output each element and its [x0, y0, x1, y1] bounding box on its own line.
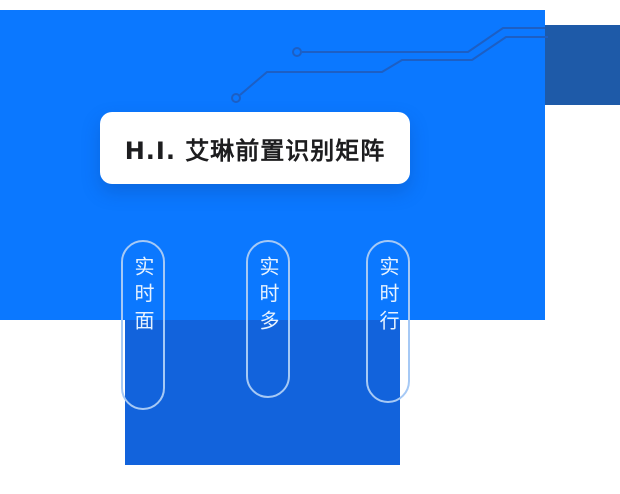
title-card: H.I. 艾琳前置识别矩阵	[100, 112, 410, 184]
feature-pill-1: 实时面	[121, 240, 165, 410]
corner-accent-panel	[545, 25, 620, 105]
feature-pill-3: 实时行	[366, 240, 410, 403]
feature-pill-label: 实时行	[376, 256, 400, 337]
feature-pill-label: 实时面	[131, 256, 155, 337]
page-title: H.I. 艾琳前置识别矩阵	[124, 136, 386, 165]
feature-pill-2: 实时多	[246, 240, 290, 398]
feature-pill-label: 实时多	[256, 256, 280, 337]
